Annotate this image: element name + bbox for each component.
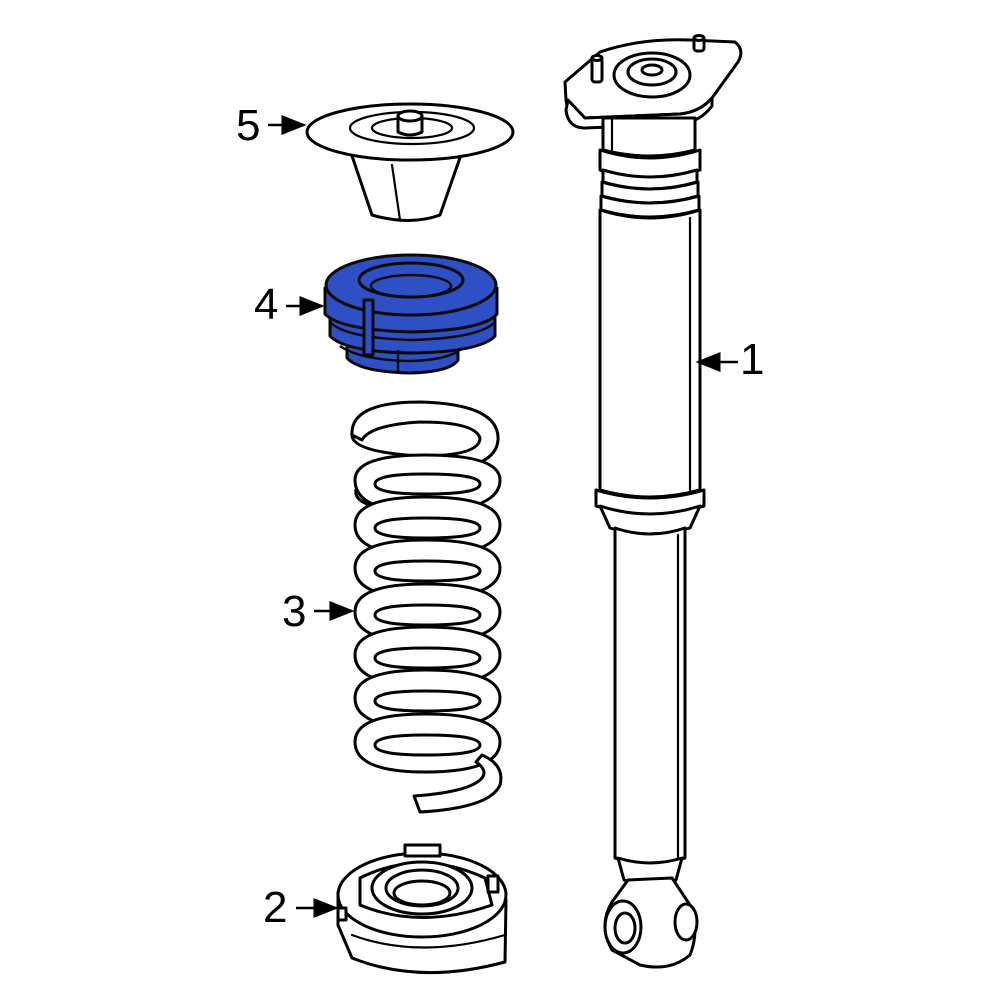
- callout-number-4: 4: [254, 280, 279, 329]
- callout-number-3: 3: [282, 587, 307, 636]
- coil-spring[interactable]: [350, 400, 503, 814]
- callout-number-5: 5: [236, 101, 261, 150]
- lower-spring-seat[interactable]: [336, 843, 508, 975]
- callout-number-1: 1: [740, 335, 765, 384]
- spring-insulator-highlighted[interactable]: [323, 253, 499, 375]
- upper-spring-seat[interactable]: [305, 102, 515, 222]
- shock-absorber[interactable]: [563, 34, 743, 969]
- callout-number-2: 2: [263, 883, 288, 932]
